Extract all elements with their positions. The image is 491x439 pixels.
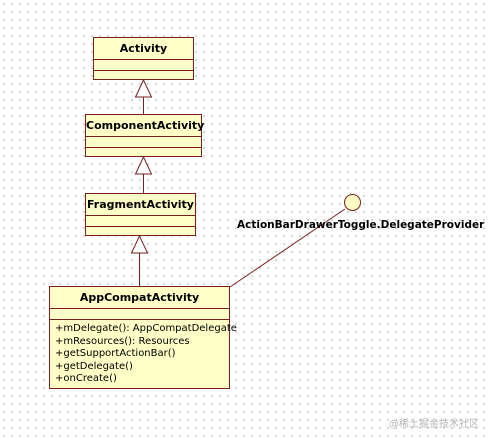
generalization-arrowhead-activity: [134, 78, 153, 98]
interface-name-label: ActionBarDrawerToggle.DelegateProvider: [237, 219, 485, 231]
class-component-activity: ComponentActivity: [85, 114, 204, 157]
generalization-arrowhead-component: [134, 155, 153, 175]
class-name-activity: Activity: [94, 38, 193, 60]
attributes-compartment: [86, 216, 195, 227]
interface-lollipop-icon: [344, 194, 361, 211]
operation-get-support-action-bar: +getSupportActionBar(): [55, 348, 176, 360]
class-fragment-activity: FragmentActivity: [85, 193, 196, 236]
attributes-compartment: [86, 137, 201, 148]
class-name-fragment-activity: FragmentActivity: [86, 194, 195, 216]
operation-get-delegate: +getDelegate(): [55, 360, 133, 372]
attributes-compartment: [50, 309, 229, 320]
operation-mdelegate: +mDelegate(): AppCompatDelegate: [55, 323, 237, 334]
class-activity: Activity: [93, 37, 194, 80]
operation-on-create: +onCreate(): [55, 373, 117, 385]
realization-line-appcompat-to-interface: [229, 208, 346, 288]
class-name-component-activity: ComponentActivity: [86, 115, 204, 137]
watermark-text: @稀土掘金技术社区: [389, 419, 479, 430]
operations-compartment: +mDelegate(): AppCompatDelegate +mResour…: [50, 320, 237, 386]
class-appcompat-activity: AppCompatActivity +mDelegate(): AppCompa…: [49, 286, 237, 389]
operation-mresources: +mResources(): Resources: [55, 335, 190, 347]
generalization-arrowhead-fragment: [130, 234, 149, 254]
class-name-appcompat-activity: AppCompatActivity: [50, 287, 229, 309]
attributes-compartment: [94, 60, 193, 71]
